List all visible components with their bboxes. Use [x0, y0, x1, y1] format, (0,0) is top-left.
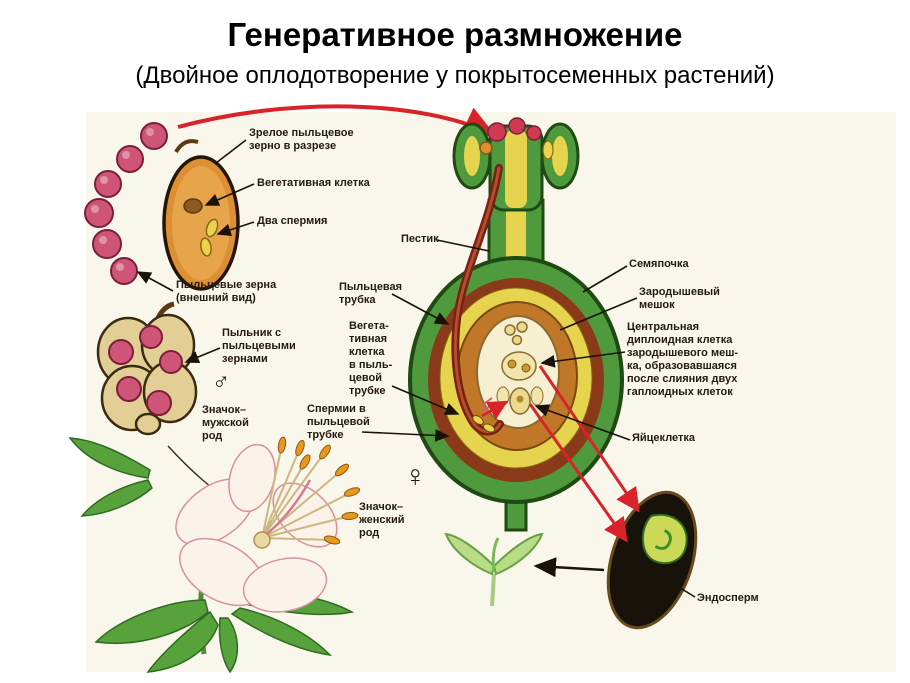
sperm-in-tube-1 [472, 415, 484, 425]
male-symbol: ♂ [212, 368, 230, 395]
label-sperm-in-tube: Спермии в пыльцевой трубке [307, 403, 370, 441]
endosperm-shape [641, 513, 688, 565]
label-pistil: Пестик [401, 233, 439, 245]
ovary [408, 256, 624, 504]
seedling [444, 532, 544, 607]
synergid-2 [530, 386, 544, 406]
female-symbol: ♀ [404, 460, 427, 493]
label-ovule: Семяпочка [629, 258, 689, 270]
pollination-arrow [177, 104, 496, 137]
label-pollen-grains-external: Пыльцевые зерна (внешний вид) [176, 279, 277, 304]
antipodal-cells [504, 321, 528, 346]
stamens [261, 444, 353, 541]
seed [606, 490, 698, 630]
embryo-shape [654, 529, 672, 550]
pistil [408, 117, 624, 532]
label-two-sperm: Два спермия [257, 215, 328, 227]
label-mature-pollen-grain: Зрелое пыльцевое зерно в разрезе [249, 127, 354, 152]
pollen-on-stigma [479, 117, 542, 155]
label-endosperm: Эндосперм [697, 592, 759, 604]
label-pollen-tube: Пыльцевая трубка [339, 281, 403, 306]
label-vegetative-cell: Вегетативная клетка [257, 177, 370, 189]
leader-lines [136, 139, 696, 598]
pollen-chain [84, 122, 168, 285]
fertilization-arrows [481, 365, 640, 543]
synergid-1 [496, 386, 510, 406]
label-embryo-sac: Зародышевый мешок [639, 286, 720, 311]
label-female-symbol: Значок– женский род [359, 501, 405, 539]
pollen-tube-shape [451, 164, 504, 436]
label-male-symbol: Значок– мужской род [202, 404, 249, 442]
page-subtitle: (Двойное оплодотворение у покрытосеменны… [135, 62, 775, 89]
leaves [68, 437, 355, 674]
label-anther: Пыльник с пыльцевыми зернами [222, 327, 296, 365]
central-cell-shape [501, 351, 537, 381]
sperm-cell-2 [200, 237, 212, 257]
label-central-cell: Центральная диплоидная клетка зародышево… [627, 321, 739, 398]
vegetative-cell-shape [183, 198, 203, 214]
label-vegetative-cell-in-tube: Вегета- тивная клетка в пыль- цевой труб… [349, 320, 393, 397]
label-egg-cell: Яйцеклетка [632, 432, 696, 444]
page-title: Генеративное размножение [227, 16, 683, 53]
seed-to-seedling-arrow [533, 557, 605, 578]
anther [96, 301, 241, 509]
anther-tips [277, 436, 361, 545]
flower [68, 436, 361, 674]
sperm-in-tube-2 [482, 423, 496, 433]
